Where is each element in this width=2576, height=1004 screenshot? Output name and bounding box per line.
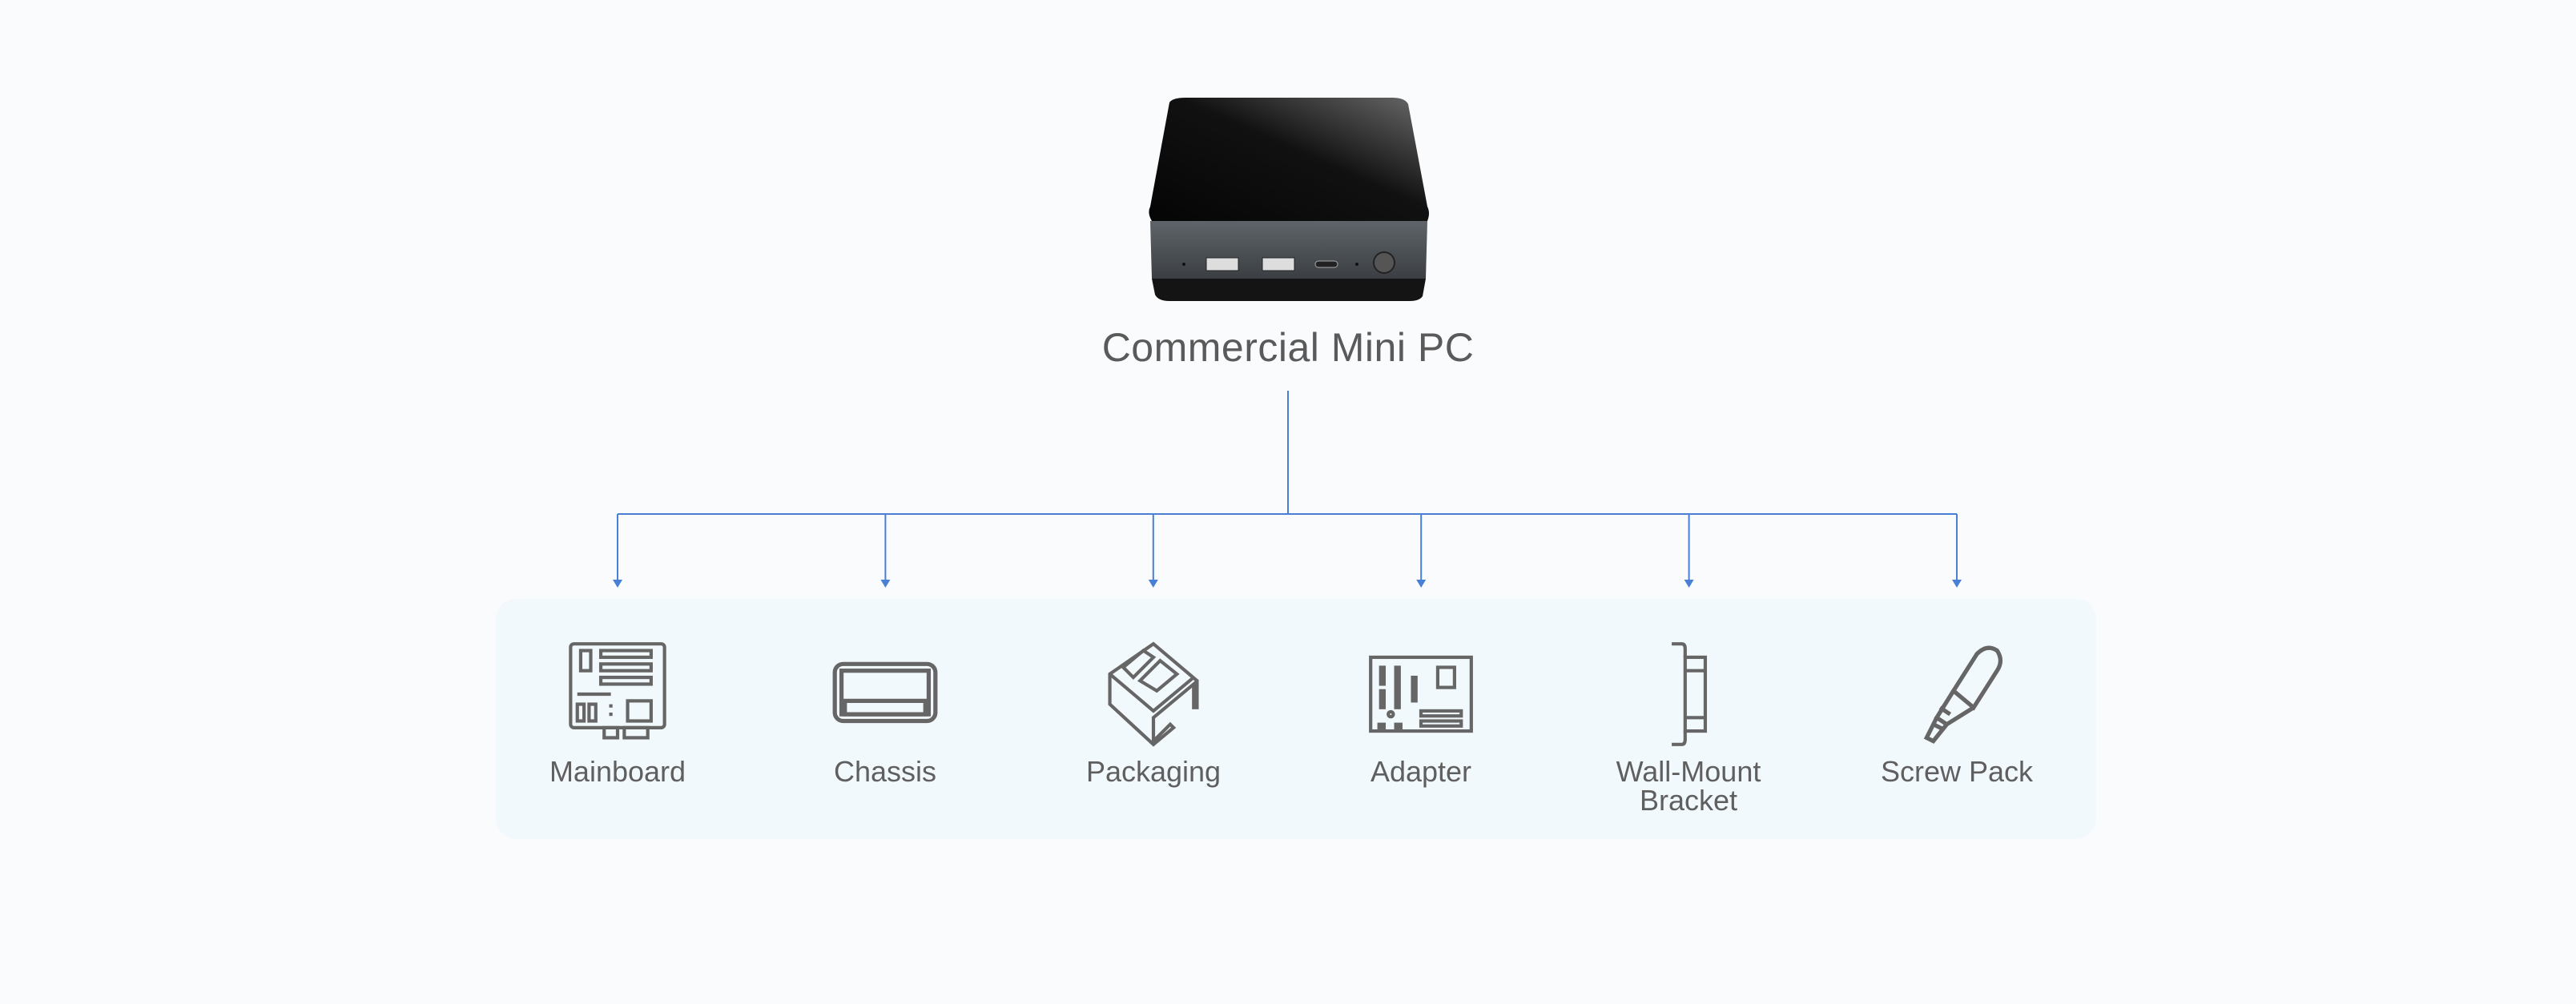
mini-pc-image <box>1149 98 1429 301</box>
arrowhead-icon <box>1684 580 1694 588</box>
arrowhead-icon <box>880 580 891 588</box>
root-title: Commercial Mini PC <box>1101 325 1475 370</box>
packaging-icon <box>1108 641 1199 747</box>
components-panel <box>496 599 2096 839</box>
component-adapter: Adapter <box>1293 641 1549 786</box>
adapter-icon <box>1369 655 1473 733</box>
component-mainboard: Mainboard <box>489 641 746 786</box>
component-packaging: Packaging <box>1025 641 1282 786</box>
component-wall-mount-bracket: Wall-Mount Bracket <box>1560 641 1817 815</box>
component-label: Screw Pack <box>1880 755 2034 788</box>
component-label: Adapter <box>1370 755 1472 788</box>
arrowhead-icon <box>1148 580 1158 588</box>
screw-icon <box>1923 645 2003 744</box>
mainboard-icon <box>569 642 666 740</box>
bracket-icon <box>1672 642 1708 746</box>
component-chassis: Chassis <box>757 641 1013 786</box>
arrowhead-icon <box>613 580 622 588</box>
arrowhead-icon <box>1952 580 1962 588</box>
component-label: Chassis <box>833 755 937 788</box>
component-screw-pack: Screw Pack <box>1829 641 2085 786</box>
component-label: Packaging <box>1085 755 1222 788</box>
chassis-icon <box>832 661 938 724</box>
component-label: Wall-Mount Bracket <box>1616 755 1761 817</box>
arrowhead-icon <box>1416 580 1427 588</box>
component-label: Mainboard <box>549 755 686 788</box>
